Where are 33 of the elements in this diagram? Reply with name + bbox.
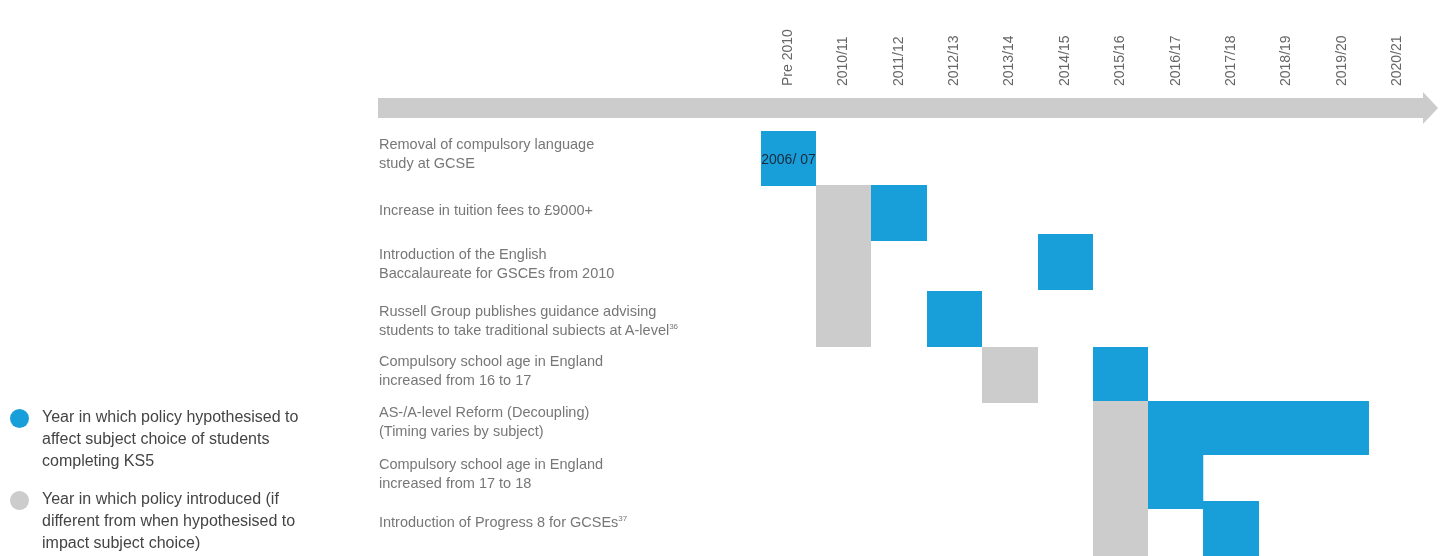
year-label: 2006/ 07 [761,152,816,165]
timeline-block [761,131,816,186]
policy-label: Russell Group publishes guidance advising students to take traditional subiects at A-level$^{36}$ [379,302,680,340]
policy-label: Compulsory school age in England increased from 17 to 18 [379,455,605,493]
year-label: Pre 2010 [778,29,795,86]
legend-text: Year in which policy hypothesised to affect subject choice of students completing KS5 [42,407,300,471]
timeline-block [927,291,982,347]
timeline-block [871,185,927,241]
year-label: 2016/17 [1166,35,1183,86]
policy-label: Introduction of the English Baccalaureate for GSCEs from 2010 [379,245,616,283]
year-label: 2012/13 [944,35,961,86]
year-label: 2020/21 [1388,35,1405,86]
policy-label: Introduction of Progress 8 for GCSEs$^{37}$ [379,513,629,532]
timeline-block [1093,401,1148,556]
policy-label: Compulsory school age in England increased from 16 to 17 [379,352,605,390]
year-label: 2018/19 [1277,35,1294,86]
policy-label: AS-/A-level Reform (Decoupling) (Timing varies by subject) [379,403,591,441]
year-label: 2015/16 [1111,35,1128,86]
year-label: 2019/20 [1332,35,1349,86]
timeline-block [816,185,871,347]
policy-label: Increase in tuition fees to £9000+ [379,201,595,220]
year-label: 2014/15 [1055,35,1072,86]
year-label: 2011/12 [889,36,906,86]
timeline-block [1093,347,1148,401]
year-label: 2013/14 [1000,35,1017,86]
policy-label: Removal of compulsory language study at GCSE [379,135,596,173]
timeline-block [1038,234,1093,290]
timeline-block [1203,501,1259,556]
year-label: 2017/18 [1221,35,1238,86]
year-label: 2010/11 [834,36,851,86]
legend-text: Year in which policy introduced (if different from when hypothesised to impact subject choice) [42,489,297,553]
timeline-block [982,347,1038,403]
timeline-l-shape [1148,401,1369,509]
